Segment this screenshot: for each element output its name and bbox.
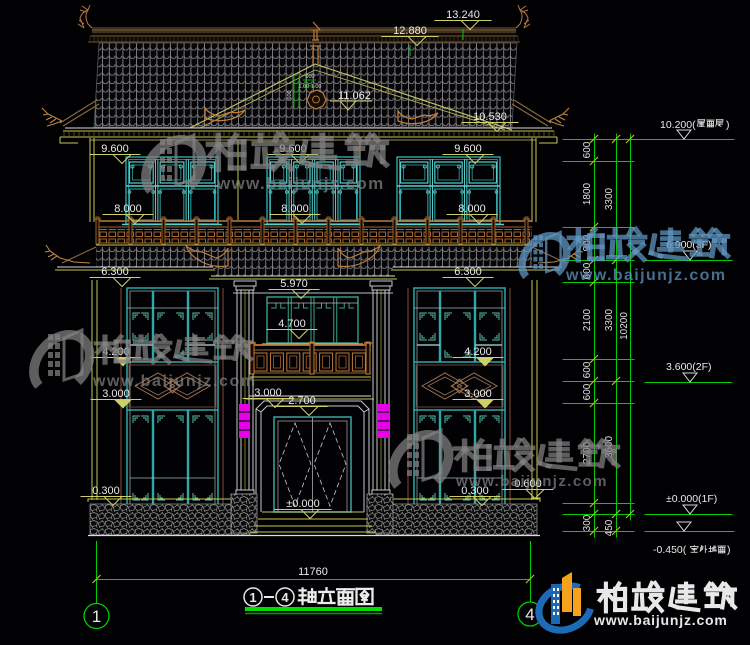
svg-text:13.240: 13.240 bbox=[446, 9, 480, 21]
svg-text:2.700: 2.700 bbox=[288, 395, 316, 407]
svg-text:600: 600 bbox=[582, 383, 593, 400]
svg-text:11760: 11760 bbox=[298, 566, 328, 578]
svg-text:1: 1 bbox=[249, 590, 256, 605]
svg-text:0.300: 0.300 bbox=[92, 485, 120, 497]
svg-text:8.000: 8.000 bbox=[281, 203, 309, 215]
svg-text:2100: 2100 bbox=[582, 308, 593, 331]
svg-text:300: 300 bbox=[582, 514, 593, 531]
svg-text:600: 600 bbox=[287, 90, 293, 99]
svg-text:3300: 3300 bbox=[604, 308, 615, 331]
svg-text:600: 600 bbox=[582, 361, 593, 378]
svg-text:): ) bbox=[726, 119, 730, 131]
svg-text:4: 4 bbox=[281, 590, 289, 605]
svg-text:600: 600 bbox=[582, 262, 593, 279]
svg-text:3.000: 3.000 bbox=[464, 388, 492, 400]
svg-text:10.530: 10.530 bbox=[473, 111, 507, 123]
svg-text:5.970: 5.970 bbox=[280, 278, 308, 290]
svg-text:600: 600 bbox=[582, 141, 593, 158]
svg-text:0.600: 0.600 bbox=[514, 478, 542, 490]
svg-text:4.700: 4.700 bbox=[278, 318, 306, 330]
svg-text:9.600: 9.600 bbox=[101, 143, 129, 155]
svg-text:6.300: 6.300 bbox=[101, 266, 129, 278]
svg-text:www.baijunjz.com: www.baijunjz.com bbox=[455, 473, 608, 490]
svg-text:4.200: 4.200 bbox=[464, 346, 492, 358]
svg-text:1: 1 bbox=[92, 607, 101, 626]
svg-text:www.baijunjz.com: www.baijunjz.com bbox=[92, 373, 257, 390]
svg-text:±0.000(1F): ±0.000(1F) bbox=[666, 493, 717, 505]
svg-text:9.600: 9.600 bbox=[454, 143, 482, 155]
svg-text:3.000: 3.000 bbox=[102, 388, 130, 400]
svg-text:450: 450 bbox=[604, 519, 615, 536]
svg-text:www.baijunjz.com: www.baijunjz.com bbox=[216, 174, 385, 193]
svg-text:3.000: 3.000 bbox=[254, 387, 282, 399]
svg-text:3.600(2F): 3.600(2F) bbox=[666, 361, 712, 373]
svg-text:±0.000: ±0.000 bbox=[286, 498, 320, 510]
svg-text:6.300: 6.300 bbox=[454, 266, 482, 278]
svg-text:1800: 1800 bbox=[582, 182, 593, 205]
svg-text:600: 600 bbox=[305, 74, 314, 80]
svg-text:8.000: 8.000 bbox=[114, 203, 142, 215]
svg-text:3300: 3300 bbox=[604, 187, 615, 210]
svg-text:): ) bbox=[727, 544, 731, 556]
svg-text:10200: 10200 bbox=[619, 312, 630, 340]
svg-text:4: 4 bbox=[525, 605, 534, 624]
svg-text:www.baijunjz.com: www.baijunjz.com bbox=[565, 267, 727, 284]
svg-text:10.200(: 10.200( bbox=[660, 119, 696, 131]
svg-text:-0.450(: -0.450( bbox=[653, 544, 687, 556]
svg-text:8.000: 8.000 bbox=[458, 203, 486, 215]
svg-text:0.300: 0.300 bbox=[461, 485, 489, 497]
svg-text:www.baijunjz.com: www.baijunjz.com bbox=[593, 612, 728, 628]
svg-text:12.880: 12.880 bbox=[393, 25, 427, 37]
svg-text:1.00 1.00: 1.00 1.00 bbox=[299, 84, 322, 90]
svg-text:11.062: 11.062 bbox=[338, 90, 371, 102]
